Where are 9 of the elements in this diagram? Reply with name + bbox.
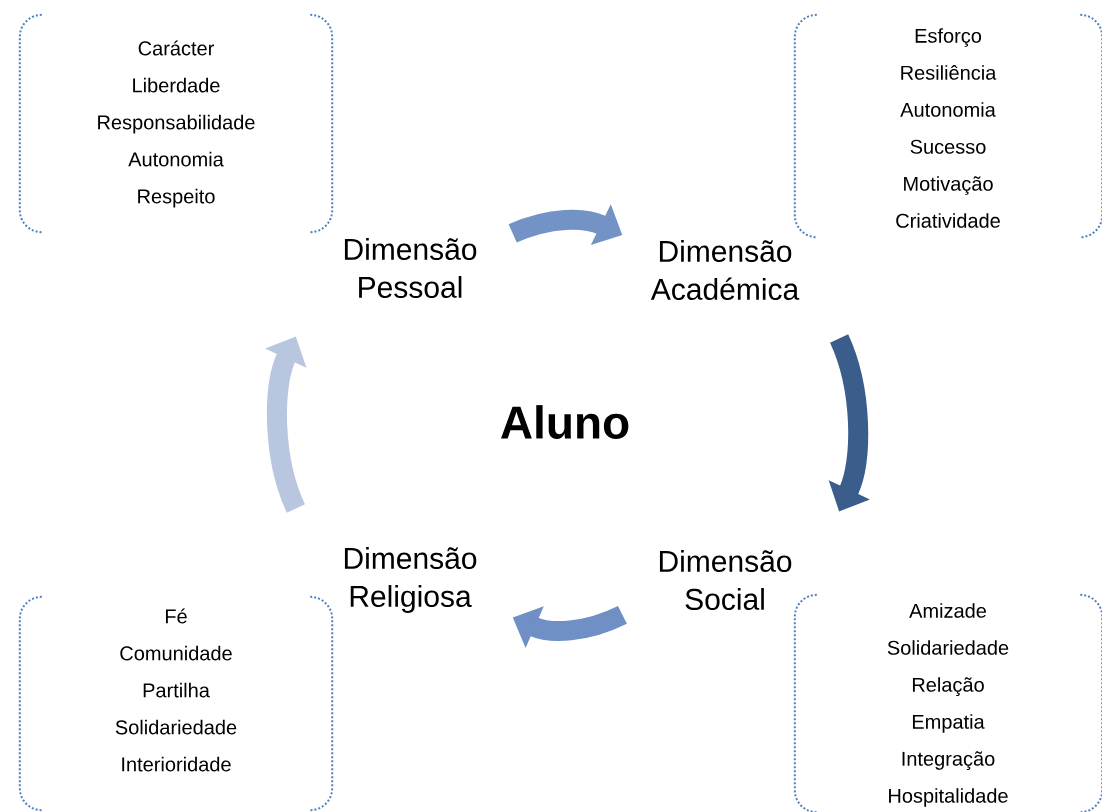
center-label: Aluno (501, 405, 629, 439)
bracketed-list: Fé Comunidade Partilha Solidariedade Interioridade (18, 595, 334, 812)
dimension-label: Dimensão Pessoal (344, 238, 477, 298)
bracketed-list: Carácter Liberdade Responsabilidade Autonomia Respeito (18, 13, 334, 234)
dimension-label: Dimensão Social (659, 550, 792, 610)
bracketed-list: Amizade Solidariedade Relação Empatia Integração Hospitalidade (793, 593, 1102, 812)
bracketed-list: Esforço Resiliência Autonomia Sucesso Motivação Criatividade (793, 13, 1102, 239)
dimension-label: Dimensão Académica (650, 240, 800, 300)
dimension-label: Dimensão Religiosa (344, 547, 477, 613)
